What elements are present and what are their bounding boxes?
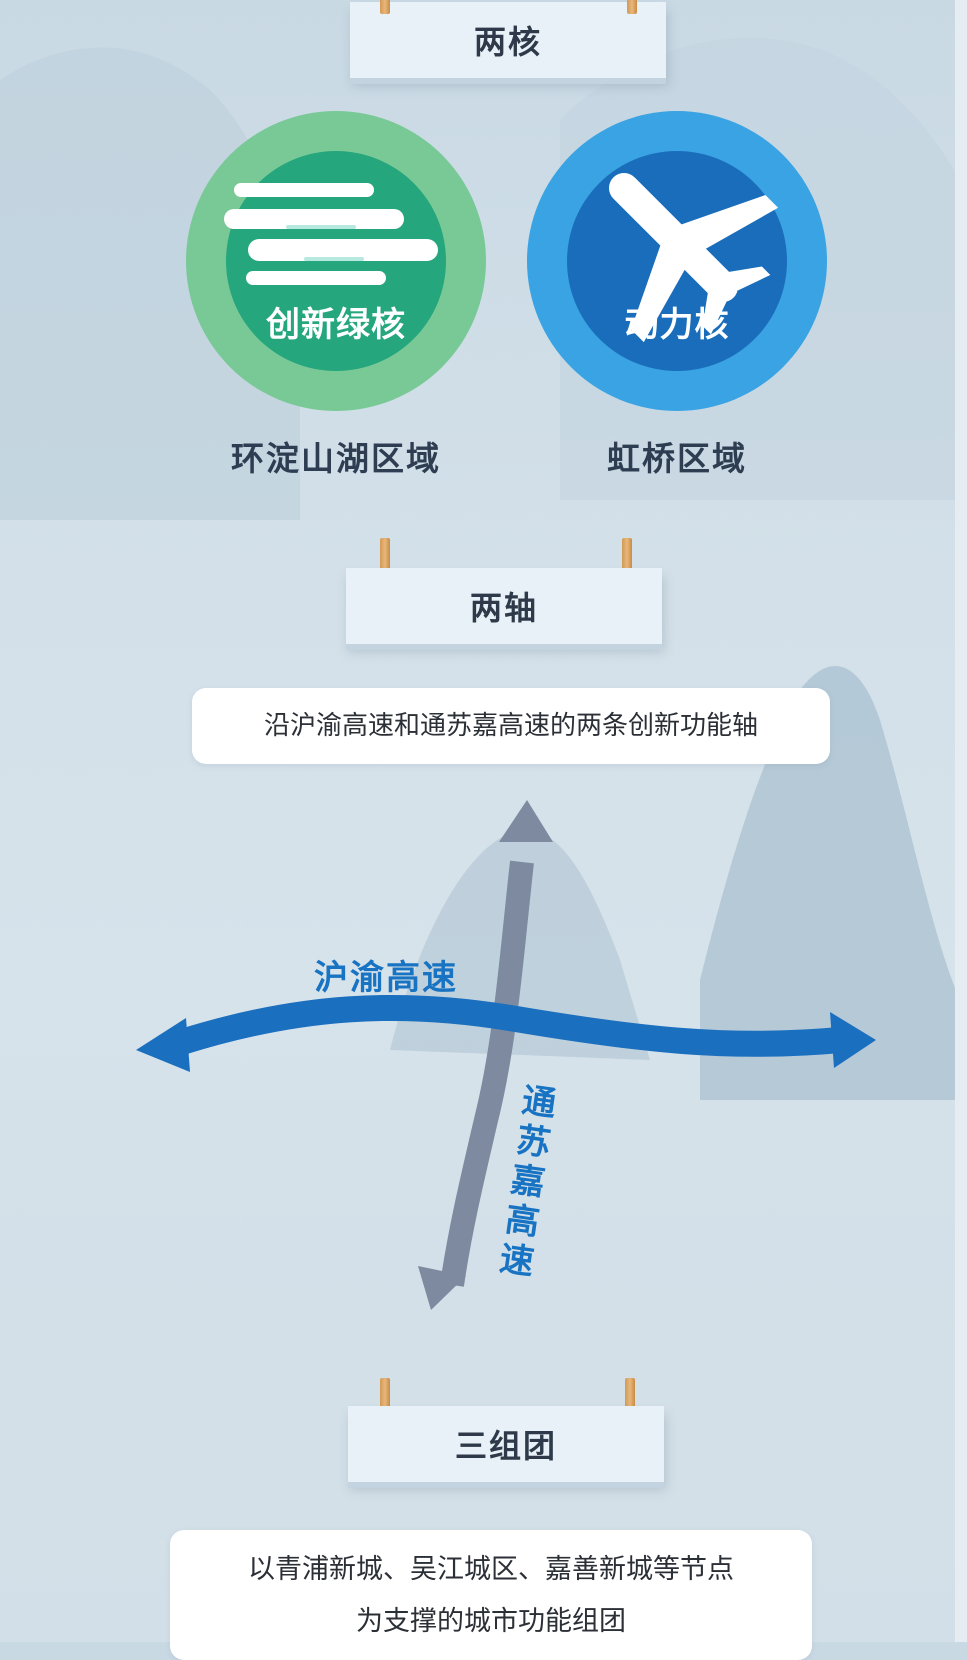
sign-peg xyxy=(625,1378,635,1422)
sign-peg xyxy=(380,0,390,14)
green-core-name: 创新绿核 xyxy=(266,305,406,345)
vertical-label-char: 嘉 xyxy=(508,1159,548,1204)
sign-peg xyxy=(380,1378,390,1422)
three-clusters-sign: 三组团 xyxy=(348,1406,664,1482)
vertical-label-char: 苏 xyxy=(513,1120,554,1165)
vertical-label-char: 高 xyxy=(502,1199,542,1244)
airplane-icon xyxy=(608,172,779,343)
right-border xyxy=(955,0,967,1642)
vertical-label-char: 速 xyxy=(497,1238,537,1284)
three-clusters-title: 三组团 xyxy=(454,1427,557,1465)
sign-peg xyxy=(627,0,637,14)
three-clusters-description: 以青浦新城、吴江城区、嘉善新城等节点 为支撑的城市功能组团 xyxy=(170,1530,812,1660)
sign-peg xyxy=(622,538,632,582)
description-line: 以青浦新城、吴江城区、嘉善新城等节点 xyxy=(248,1554,734,1585)
cloud-icon xyxy=(224,183,438,285)
hu-yu-expressway-label: 沪渝高速 xyxy=(314,958,458,998)
green-core-area: 环淀山湖区域 xyxy=(231,439,441,478)
two-axes-title: 两轴 xyxy=(469,589,538,627)
two-cores-sign: 两核 xyxy=(350,2,666,78)
sign-peg xyxy=(380,538,390,582)
power-core-area: 虹桥区域 xyxy=(607,439,747,478)
two-axes-sign: 两轴 xyxy=(346,568,662,644)
two-axes-description: 沿沪渝高速和通苏嘉高速的两条创新功能轴 xyxy=(192,688,830,764)
power-core-badge: 动力核 xyxy=(527,111,827,411)
power-core-name: 动力核 xyxy=(624,305,730,345)
description-line: 为支撑的城市功能组团 xyxy=(356,1606,626,1637)
vertical-label-char: 通 xyxy=(519,1080,559,1125)
green-core-badge: 创新绿核 xyxy=(186,111,486,411)
two-cores-title: 两核 xyxy=(473,23,542,61)
